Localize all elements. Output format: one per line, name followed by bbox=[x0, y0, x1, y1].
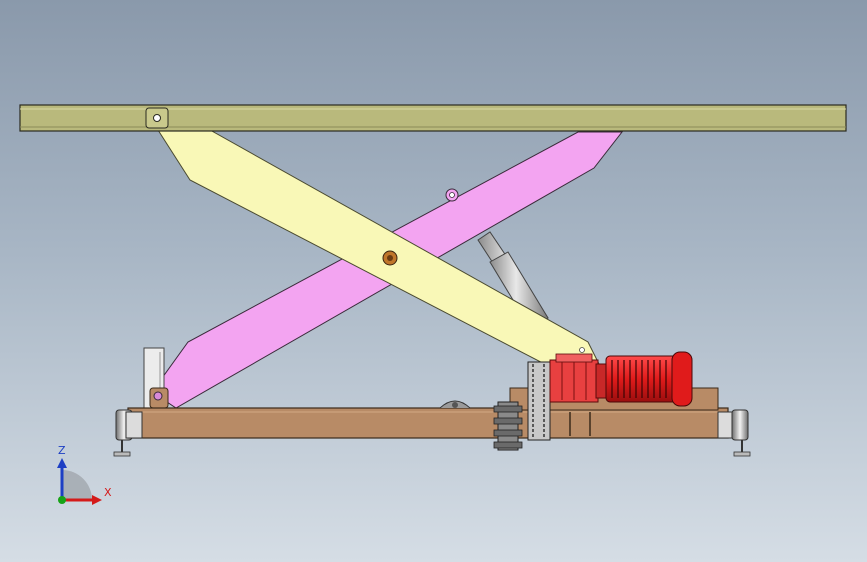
x-axis-arrow bbox=[92, 495, 102, 505]
gearbox[interactable] bbox=[549, 353, 609, 403]
axis-triad: Z X bbox=[57, 444, 112, 505]
center-pivot-pin bbox=[382, 250, 398, 266]
caster-wheel-left[interactable] bbox=[113, 409, 143, 457]
left-bracket bbox=[143, 347, 169, 409]
x-axis-label: X bbox=[104, 486, 112, 499]
electric-motor[interactable] bbox=[579, 347, 693, 407]
caster-wheel-right[interactable] bbox=[717, 409, 751, 457]
sprocket-small bbox=[439, 400, 471, 409]
z-axis-arrow bbox=[57, 458, 67, 468]
chain-drive bbox=[527, 361, 551, 441]
gear-wheel[interactable] bbox=[493, 401, 523, 451]
z-axis-label: Z bbox=[58, 444, 66, 457]
top-platform[interactable] bbox=[19, 104, 847, 132]
y-axis-dot bbox=[58, 496, 66, 504]
